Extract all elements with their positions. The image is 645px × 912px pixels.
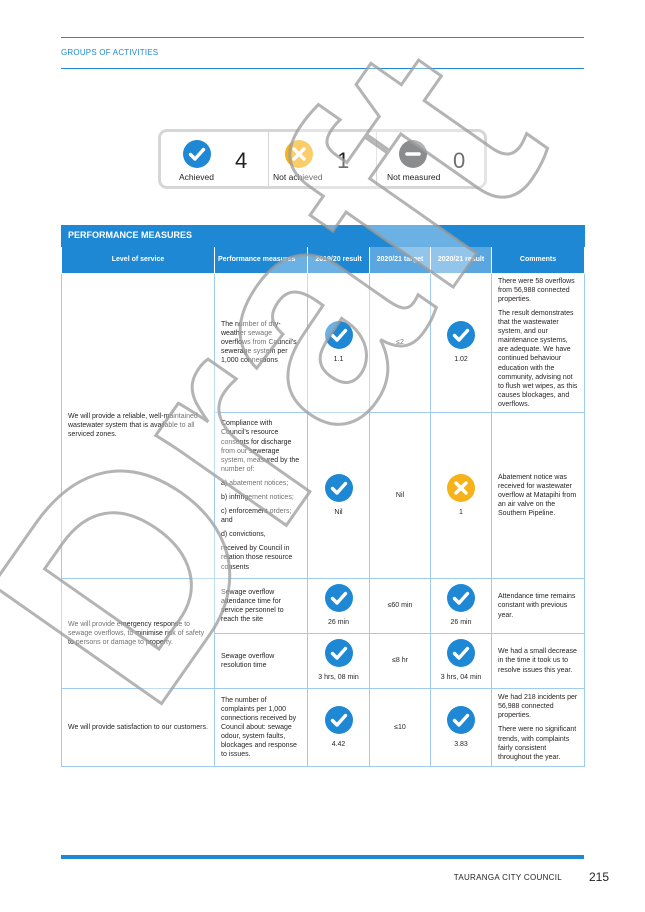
comments-cell: Attendance time remains constant with pr… xyxy=(490,578,586,634)
table-row: We will provide a reliable, well-maintai… xyxy=(61,272,586,580)
performance-measure-cell: Sewage overflow attendance time for serv… xyxy=(214,578,308,634)
check-icon xyxy=(324,321,353,350)
prev-result-cell: 26 min xyxy=(307,578,370,634)
target-cell: ≤10 xyxy=(369,688,431,767)
result-cell: 3.83 xyxy=(430,688,492,767)
summary-achieved: 4 Achieved xyxy=(161,132,269,186)
result-value: 3 hrs, 04 min xyxy=(440,674,482,682)
not-achieved-count: 1 xyxy=(337,148,350,173)
measure-text: Compliance with Council's resource conse… xyxy=(221,420,300,473)
target-cell: ≤8 hr xyxy=(369,633,431,689)
table-row: We will provide emergency response to se… xyxy=(61,578,586,689)
cross-icon xyxy=(447,473,475,502)
performance-measure-cell: Sewage overflow resolution time xyxy=(214,633,308,689)
target-cell: Nil xyxy=(369,412,431,579)
check-icon xyxy=(183,140,211,168)
performance-measure-cell: The number of complaints per 1,000 conne… xyxy=(214,688,308,767)
header-rule-top xyxy=(61,37,584,38)
measure-text: d) convictions, xyxy=(221,531,266,539)
not-measured-label: Not measured xyxy=(387,172,441,182)
prev-result-value: 4.42 xyxy=(331,740,346,748)
section-title: GROUPS OF ACTIVITIES xyxy=(61,48,159,57)
col-comments: Comments xyxy=(490,245,586,274)
col-level-of-service: Level of service xyxy=(61,245,215,274)
table-row: Compliance with Council's resource conse… xyxy=(62,412,586,579)
check-icon xyxy=(324,584,353,613)
measure-text: received by Council in relation those re… xyxy=(221,545,293,571)
level-of-service-cell: We will provide a reliable, well-maintai… xyxy=(61,272,215,580)
results-summary: 4 Achieved 1 Not achieved 0 Not measured xyxy=(158,129,487,189)
header-rule-bottom xyxy=(61,68,584,69)
performance-measure-cell: Compliance with Council's resource conse… xyxy=(214,412,308,579)
check-icon xyxy=(447,321,475,350)
result-cell: 1 xyxy=(430,412,492,579)
cross-icon xyxy=(285,140,313,168)
achieved-label: Achieved xyxy=(179,172,214,182)
prev-result-cell: 1.1 xyxy=(307,272,370,414)
comments-cell: There were 58 overflows from 56,988 conn… xyxy=(490,272,586,414)
prev-result-value: 3 hrs, 08 min xyxy=(318,674,359,682)
check-icon xyxy=(324,639,353,668)
measure-text: c) enforcement orders; and xyxy=(221,508,292,525)
comment-text: There were 58 overflows from 56,988 conn… xyxy=(498,277,575,303)
level-of-service-cell: We will provide satisfaction to our cust… xyxy=(61,688,215,767)
target-cell: ≤60 min xyxy=(369,578,431,634)
comment-text: We had a small decrease in the time it t… xyxy=(498,648,577,674)
col-2019-20-result: 2019/20 result xyxy=(307,245,370,274)
comment-text: We had 218 incidents per 56,988 connecte… xyxy=(498,694,578,720)
prev-result-value: 1.1 xyxy=(333,356,344,364)
check-icon xyxy=(447,705,475,734)
not-achieved-label: Not achieved xyxy=(273,172,323,182)
prev-result-value: 26 min xyxy=(327,619,349,627)
footer-org: TAURANGA CITY COUNCIL xyxy=(453,873,562,882)
prev-result-cell: 4.42 xyxy=(307,688,370,767)
result-value: 3.83 xyxy=(454,740,468,748)
performance-measures-table: PERFORMANCE MEASURES Level of service Pe… xyxy=(60,225,586,767)
result-value: 26 min xyxy=(450,619,472,627)
table-row: Sewage overflow resolution time 3 hrs, 0… xyxy=(62,633,586,689)
measure-text: b) infringement notices; xyxy=(221,494,294,501)
comments-cell: We had a small decrease in the time it t… xyxy=(490,633,586,689)
col-2020-21-target: 2020/21 target xyxy=(369,245,431,274)
check-icon xyxy=(324,473,353,502)
measure-text: The number of dry-weather sewage overflo… xyxy=(221,321,297,365)
measure-text: Sewage overflow attendance time for serv… xyxy=(221,588,284,624)
summary-not-measured: 0 Not measured xyxy=(377,132,484,186)
result-value: 1.02 xyxy=(454,356,468,364)
minus-icon xyxy=(399,140,427,168)
comment-text: Abatement notice was received for wastew… xyxy=(498,473,577,518)
measure-text: Sewage overflow resolution time xyxy=(221,652,275,669)
result-cell: 1.02 xyxy=(430,272,492,414)
page-number: 215 xyxy=(589,870,610,884)
summary-not-achieved: 1 Not achieved xyxy=(269,132,377,186)
col-performance-measures: Performance measures xyxy=(214,245,308,274)
result-cell: 26 min xyxy=(430,578,492,634)
comments-cell: Abatement notice was received for wastew… xyxy=(490,412,586,579)
prev-result-cell: 3 hrs, 08 min xyxy=(307,633,370,689)
footer-rule xyxy=(61,855,584,859)
target-cell: ≤2 xyxy=(369,272,431,414)
level-of-service-cell: We will provide emergency response to se… xyxy=(61,578,215,689)
check-icon xyxy=(447,639,475,668)
prev-result-cell: Nil xyxy=(307,412,370,579)
measure-text: a) abatement notices; xyxy=(221,479,289,487)
not-measured-count: 0 xyxy=(453,148,466,173)
table-title: PERFORMANCE MEASURES xyxy=(60,225,586,247)
prev-result-value: Nil xyxy=(334,508,343,516)
achieved-count: 4 xyxy=(235,148,248,173)
performance-measure-cell: The number of dry-weather sewage overflo… xyxy=(214,272,308,414)
table-row: We will provide satisfaction to our cust… xyxy=(61,688,586,767)
result-value: 1 xyxy=(459,508,463,516)
col-2020-21-result: 2020/21 result xyxy=(430,245,492,274)
comment-text: Attendance time remains constant with pr… xyxy=(498,593,576,619)
comment-text: There were no significant trends, with c… xyxy=(498,726,577,761)
measure-text: The number of complaints per 1,000 conne… xyxy=(221,696,297,759)
result-cell: 3 hrs, 04 min xyxy=(430,633,492,689)
comment-text: The result demonstrates that the wastewa… xyxy=(498,309,578,408)
check-icon xyxy=(324,705,353,734)
check-icon xyxy=(447,584,475,613)
comments-cell: We had 218 incidents per 56,988 connecte… xyxy=(490,688,586,767)
